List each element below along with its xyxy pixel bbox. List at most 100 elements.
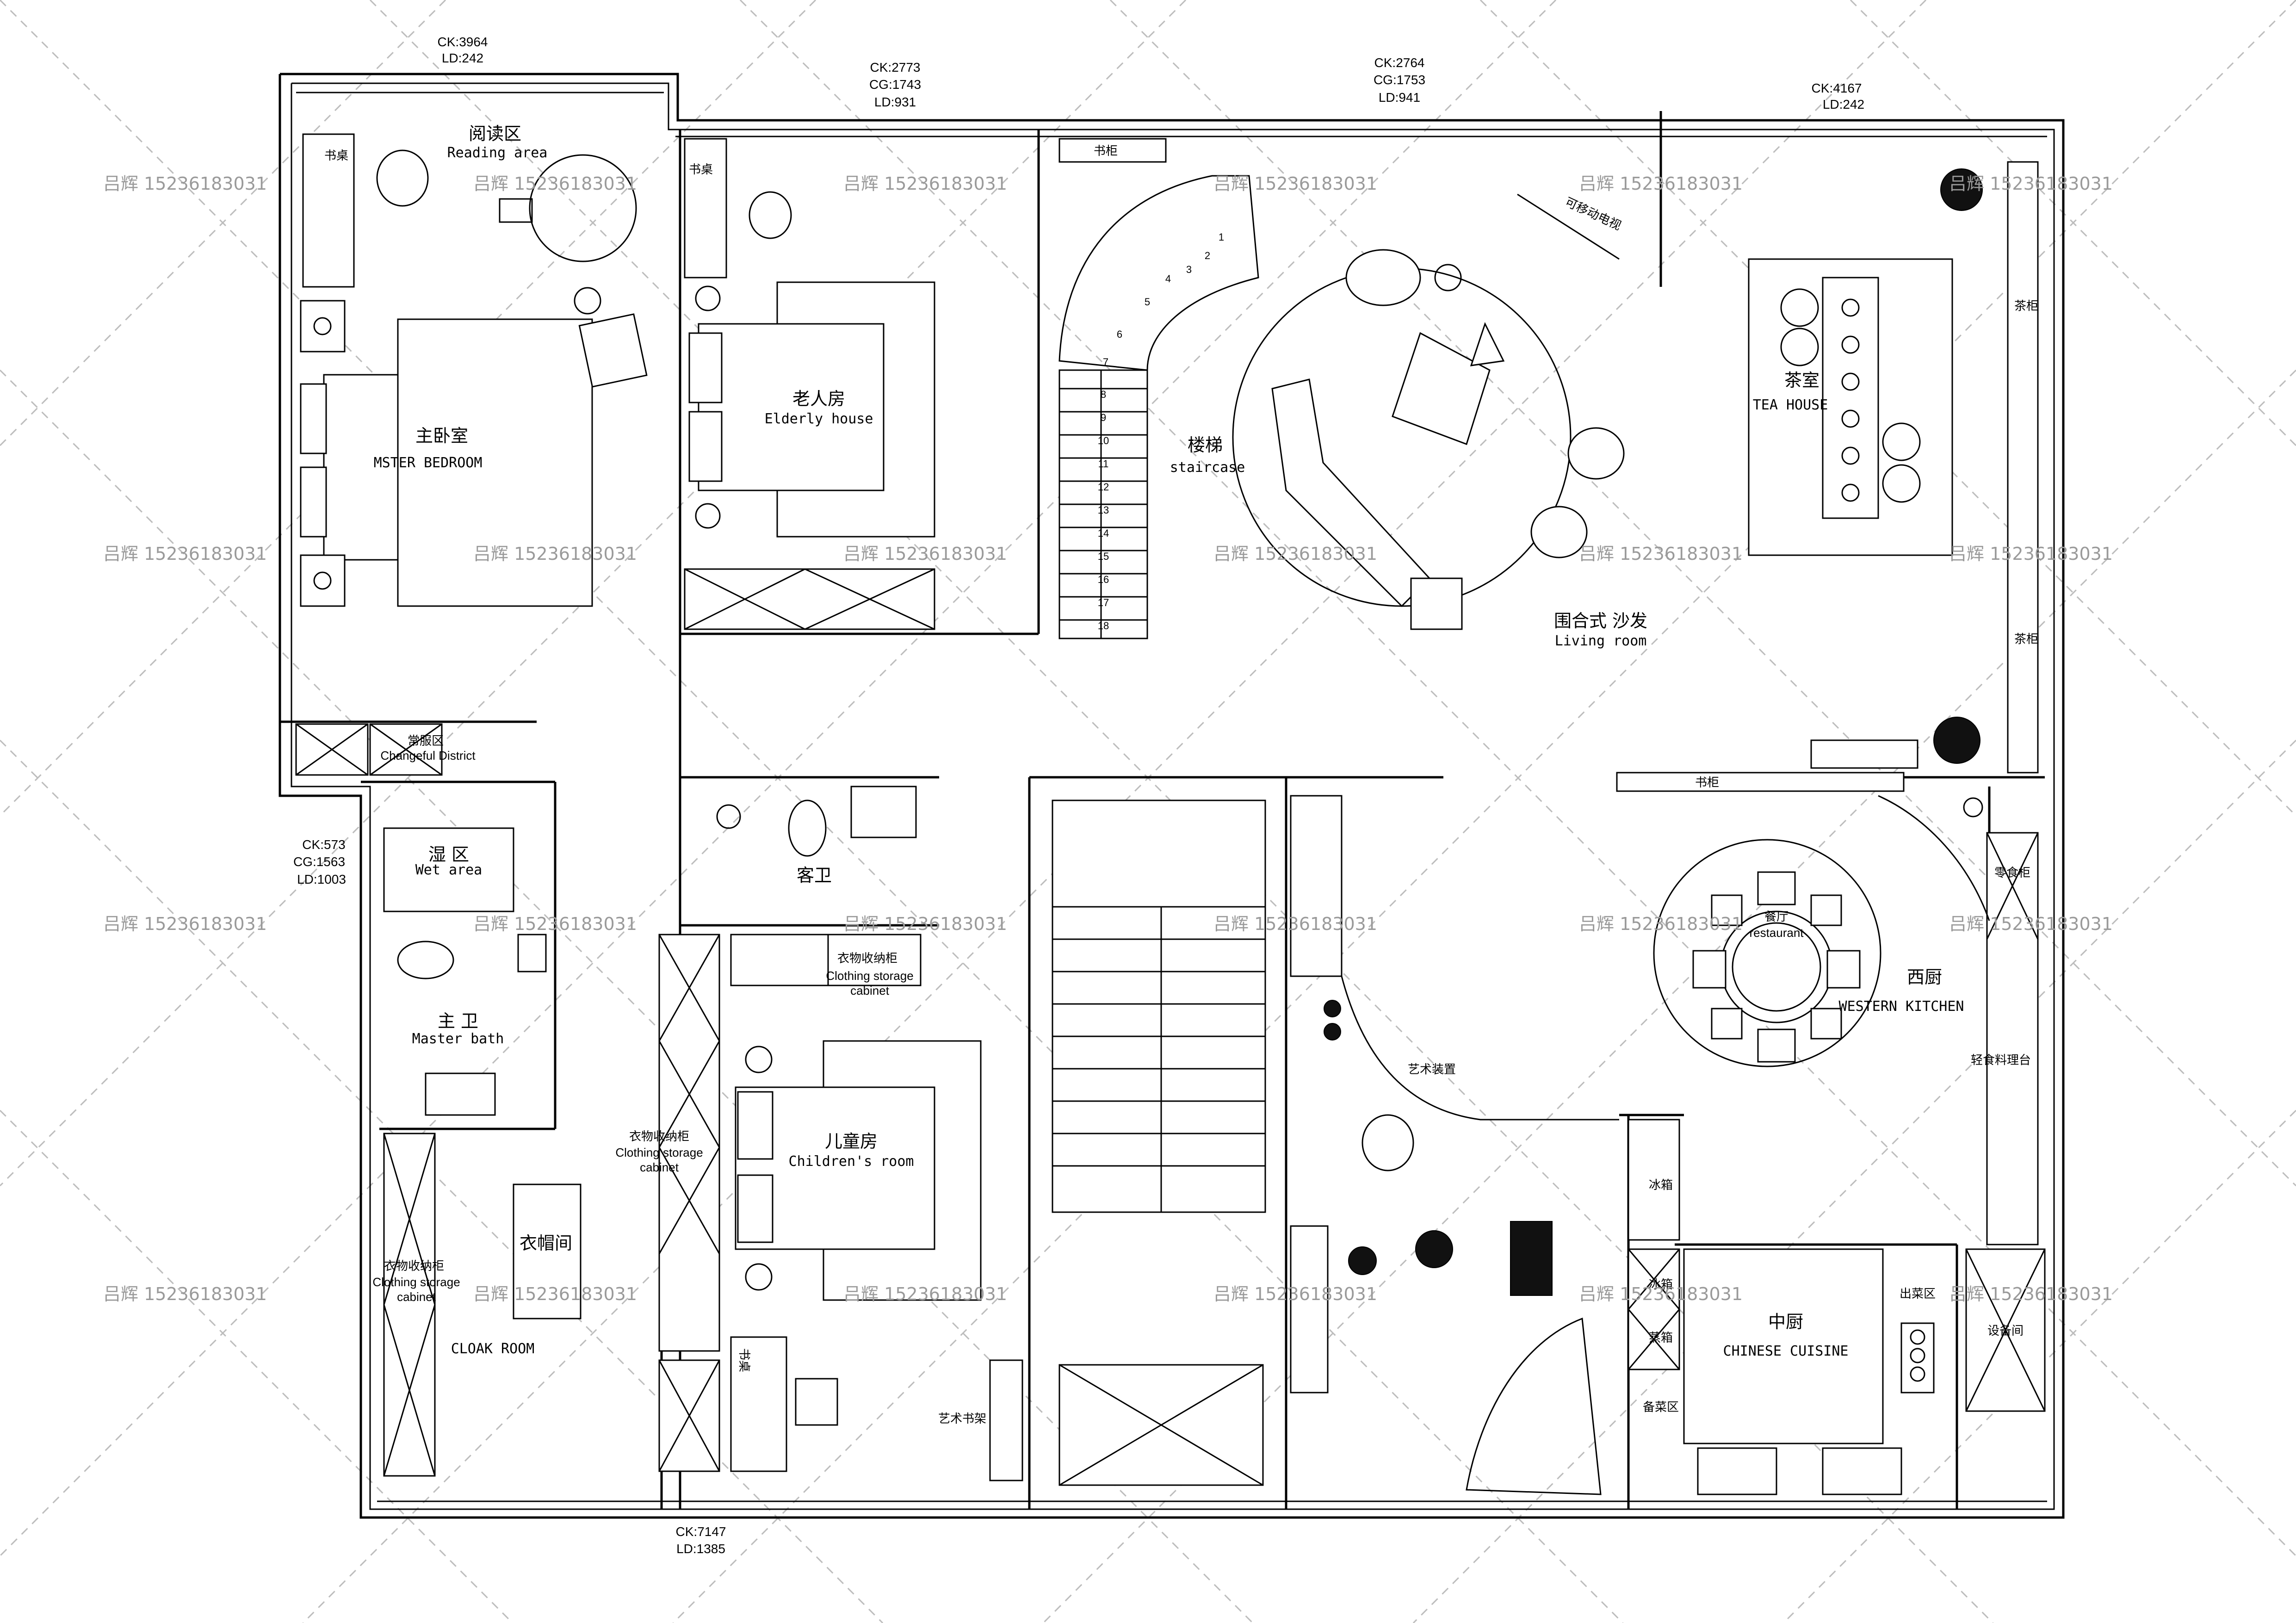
guest-wc-label: 客卫 [797, 865, 832, 886]
hat-room-label: 衣帽间 [520, 1233, 572, 1253]
staircase: 1 2 3 4 5 6 7 8 9 10 11 12 13 14 15 16 1… [1058, 138, 1259, 639]
tv-label: 可移动电视 [1563, 195, 1624, 233]
watermark: 吕辉 15236183031 [473, 544, 637, 564]
changeful-district-label-en: Changeful District [380, 749, 476, 762]
wet-area-label-en: Wet area [415, 862, 483, 878]
dim-2b: CG:1743 [869, 77, 921, 92]
ice-box-label: 冰箱 [1649, 1277, 1673, 1291]
stair-step-2: 2 [1205, 250, 1210, 261]
watermark: 吕辉 15236183031 [1949, 1284, 2113, 1304]
stair-step-17: 17 [1098, 597, 1109, 608]
serving-area-label: 出菜区 [1900, 1287, 1936, 1301]
watermark: 吕辉 15236183031 [1579, 914, 1743, 934]
elderly-room-label-en: Elderly house [765, 411, 873, 427]
watermark: 吕辉 15236183031 [103, 914, 267, 934]
watermark: 吕辉 15236183031 [1949, 173, 2113, 194]
cloak-room [383, 1133, 582, 1477]
watermark: 吕辉 15236183031 [1213, 173, 1377, 194]
reading-area-label-en: Reading area [447, 145, 548, 161]
dim-3c: LD:941 [1379, 90, 1420, 105]
watermark: 吕辉 15236183031 [843, 173, 1007, 194]
desk-label-3: 书桌 [737, 1348, 751, 1372]
dim-1b: LD:242 [442, 51, 483, 65]
living-room-label-en: Living room [1555, 633, 1647, 649]
stair-step-13: 13 [1098, 504, 1109, 516]
childrens-room [658, 934, 1023, 1481]
stair-step-1: 1 [1219, 231, 1224, 243]
watermark: 吕辉 15236183031 [1579, 544, 1743, 564]
cloak-room-label: CLOAK ROOM [451, 1341, 535, 1357]
stair-step-12: 12 [1098, 481, 1109, 493]
dim-1a: CK:3964 [438, 35, 488, 49]
western-kitchen-label-en: WESTERN KITCHEN [1839, 998, 1964, 1015]
stair-step-3: 3 [1186, 264, 1192, 275]
wet-area-label-cn: 湿 区 [428, 844, 469, 865]
chinese-kitchen-label-en: CHINESE CUISINE [1723, 1343, 1849, 1359]
master-bedroom [295, 133, 648, 776]
dim-5c: LD:1003 [297, 872, 346, 886]
art-garden [1324, 976, 1619, 1495]
tea-house-label-cn: 茶室 [1784, 370, 1819, 390]
tea-cabinet-label-2: 茶柜 [2014, 632, 2038, 646]
tea-house-label-en: TEA HOUSE [1753, 397, 1828, 413]
tea-house [1748, 161, 2039, 774]
outer-walls [278, 73, 2065, 1519]
stair-step-5: 5 [1145, 296, 1150, 308]
dim-2a: CK:2773 [870, 60, 921, 74]
dim-4b: LD:242 [1823, 97, 1864, 112]
stair-step-14: 14 [1098, 527, 1109, 539]
dimension-labels: CK:3964 LD:242 CK:2773 CG:1743 LD:931 CK… [293, 35, 1864, 1556]
snack-cabinet-label: 零食柜 [1994, 866, 2030, 880]
watermark: 吕辉 15236183031 [843, 544, 1007, 564]
stair-step-10: 10 [1098, 435, 1109, 446]
clothing-mid-label-cn: 衣物收纳柜 [629, 1129, 689, 1143]
reading-area-label-cn: 阅读区 [469, 124, 521, 144]
stair-step-18: 18 [1098, 620, 1109, 632]
steam-box-label: 蒸箱 [1649, 1331, 1673, 1344]
dim-6a: CK:7147 [676, 1524, 726, 1539]
dim-4a: CK:4167 [1812, 81, 1862, 95]
watermark: 吕辉 15236183031 [843, 914, 1007, 934]
changeful-district-label-cn: 常服区 [408, 734, 444, 748]
guest-wc [716, 786, 917, 857]
restaurant-label-en: restaurant [1749, 926, 1804, 940]
restaurant-label-cn: 餐厅 [1764, 910, 1789, 923]
watermark: 吕辉 15236183031 [103, 544, 267, 564]
stair-step-8: 8 [1101, 389, 1106, 400]
stair-step-6: 6 [1117, 328, 1122, 340]
dim-5b: CG:1563 [293, 855, 345, 869]
childrens-room-label-en: Children's room [789, 1153, 914, 1170]
dim-6b: LD:1385 [676, 1542, 725, 1556]
chinese-kitchen [1628, 1119, 2046, 1495]
bookshelf-label: 书柜 [1094, 144, 1118, 158]
clothing-left-label-en2: cabinet [397, 1290, 436, 1304]
stair-step-16: 16 [1098, 574, 1109, 585]
master-bath-label-cn: 主 卫 [438, 1011, 478, 1031]
prep-area-label: 备菜区 [1643, 1400, 1679, 1414]
dining-area [1616, 772, 2039, 1245]
clothing-top-label-en2: cabinet [850, 984, 890, 997]
dim-3a: CK:2764 [1374, 56, 1425, 70]
elderly-room [684, 138, 935, 630]
stair-step-9: 9 [1101, 412, 1106, 423]
living-room [1232, 193, 1625, 630]
stair-step-4: 4 [1165, 273, 1171, 285]
master-bedroom-label-cn: 主卧室 [415, 426, 468, 446]
master-bath [383, 827, 547, 1116]
living-room-label-cn: 围合式 沙发 [1554, 611, 1647, 631]
staircase-label-en: staircase [1170, 459, 1245, 476]
equipment-room-label: 设备间 [1987, 1324, 2024, 1338]
elderly-room-label-cn: 老人房 [792, 389, 845, 409]
watermarks: 吕辉 15236183031 吕辉 15236183031 吕辉 1523618… [103, 173, 2113, 1304]
western-kitchen-label-cn: 西厨 [1907, 967, 1942, 987]
chinese-kitchen-label-cn: 中厨 [1768, 1312, 1803, 1332]
clothing-mid-label-en2: cabinet [640, 1160, 679, 1174]
dim-3b: CG:1753 [1374, 73, 1425, 87]
watermark: 吕辉 15236183031 [1949, 914, 2113, 934]
dim-2c: LD:931 [874, 95, 916, 109]
desk-label-2: 书桌 [689, 162, 713, 176]
watermark: 吕辉 15236183031 [1213, 914, 1377, 934]
clothing-mid-label-en1: Clothing storage [615, 1146, 703, 1159]
watermark: 吕辉 15236183031 [103, 1284, 267, 1304]
